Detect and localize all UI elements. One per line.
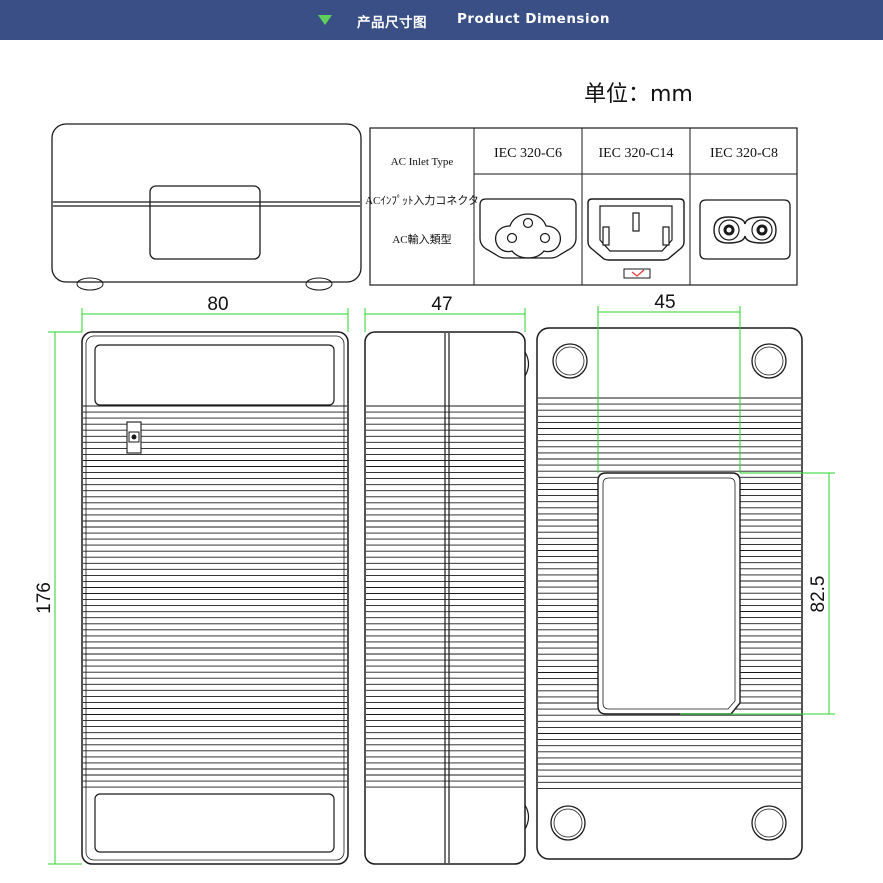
iec-c6-inlet-icon xyxy=(479,198,577,259)
row-label-zh: AC輸入類型 xyxy=(392,232,451,246)
mounting-hole-icon xyxy=(550,343,787,841)
row-label-jp: ACｲﾝﾌﾟｯﾄ入力コネクタ xyxy=(365,194,479,207)
top-view-adapter xyxy=(51,123,362,291)
row-label-en: AC Inlet Type xyxy=(391,156,454,168)
header-title-en: Product Dimension xyxy=(457,11,610,27)
section-header: 产品尺寸图 Product Dimension xyxy=(0,0,883,40)
type-c8: IEC 320-C8 xyxy=(710,146,778,161)
dimension-width-label: 80 xyxy=(207,294,228,315)
label-area xyxy=(597,472,741,715)
dimension-label-height-label: 82.5 xyxy=(808,576,829,613)
dimension-depth-label: 47 xyxy=(431,294,452,315)
power-switch-icon xyxy=(126,421,142,454)
connector-table: AC Inlet Type ACｲﾝﾌﾟｯﾄ入力コネクタ AC輸入類型 IEC … xyxy=(365,127,798,286)
header-title-cn: 产品尺寸图 xyxy=(357,15,427,31)
triangle-down-icon xyxy=(318,15,332,25)
front-view-adapter xyxy=(81,331,349,865)
dimension-height-label: 176 xyxy=(34,582,55,614)
dimension-label-width-label: 45 xyxy=(654,292,675,313)
back-view-adapter xyxy=(536,327,803,860)
iec-c14-inlet-icon xyxy=(587,198,685,279)
dimension-lines xyxy=(48,306,835,865)
type-c14: IEC 320-C14 xyxy=(598,146,673,161)
type-c6: IEC 320-C6 xyxy=(494,146,562,161)
iec-c8-inlet-icon xyxy=(699,199,791,260)
unit-label: 单位：mm xyxy=(584,82,693,107)
side-view-adapter xyxy=(364,331,530,865)
